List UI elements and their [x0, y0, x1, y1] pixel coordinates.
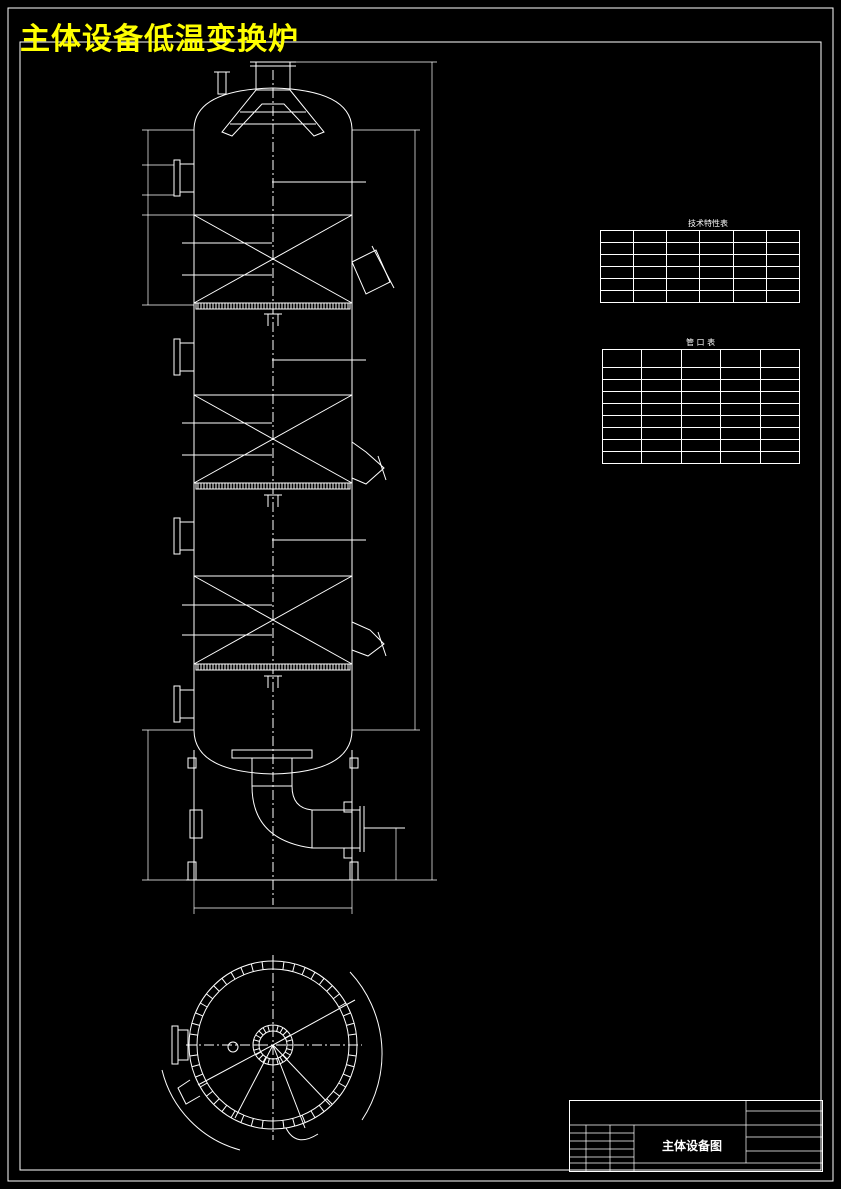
- support-grids: [195, 302, 351, 671]
- dimension-lines: [142, 61, 437, 914]
- thermocouple-probes: [182, 181, 366, 688]
- title-block: 主体设备图: [569, 1100, 823, 1172]
- drawing-frame: [7, 7, 834, 1182]
- tech-table: [599, 230, 801, 303]
- nozzle-table-caption: 管 口 表: [686, 338, 716, 347]
- plan-view-bolt-ring: [189, 961, 357, 1129]
- title-block-lines: [570, 1101, 822, 1171]
- plan-view: [161, 955, 383, 1151]
- nozzle-table: [601, 349, 801, 464]
- title-block-drawing-name: 主体设备图: [662, 1139, 723, 1153]
- tech-table-caption: 技术特性表: [688, 219, 728, 228]
- drawing-title: 主体设备低温变换炉: [20, 22, 299, 57]
- side-manholes: [173, 159, 195, 723]
- angled-side-nozzles: [351, 245, 395, 657]
